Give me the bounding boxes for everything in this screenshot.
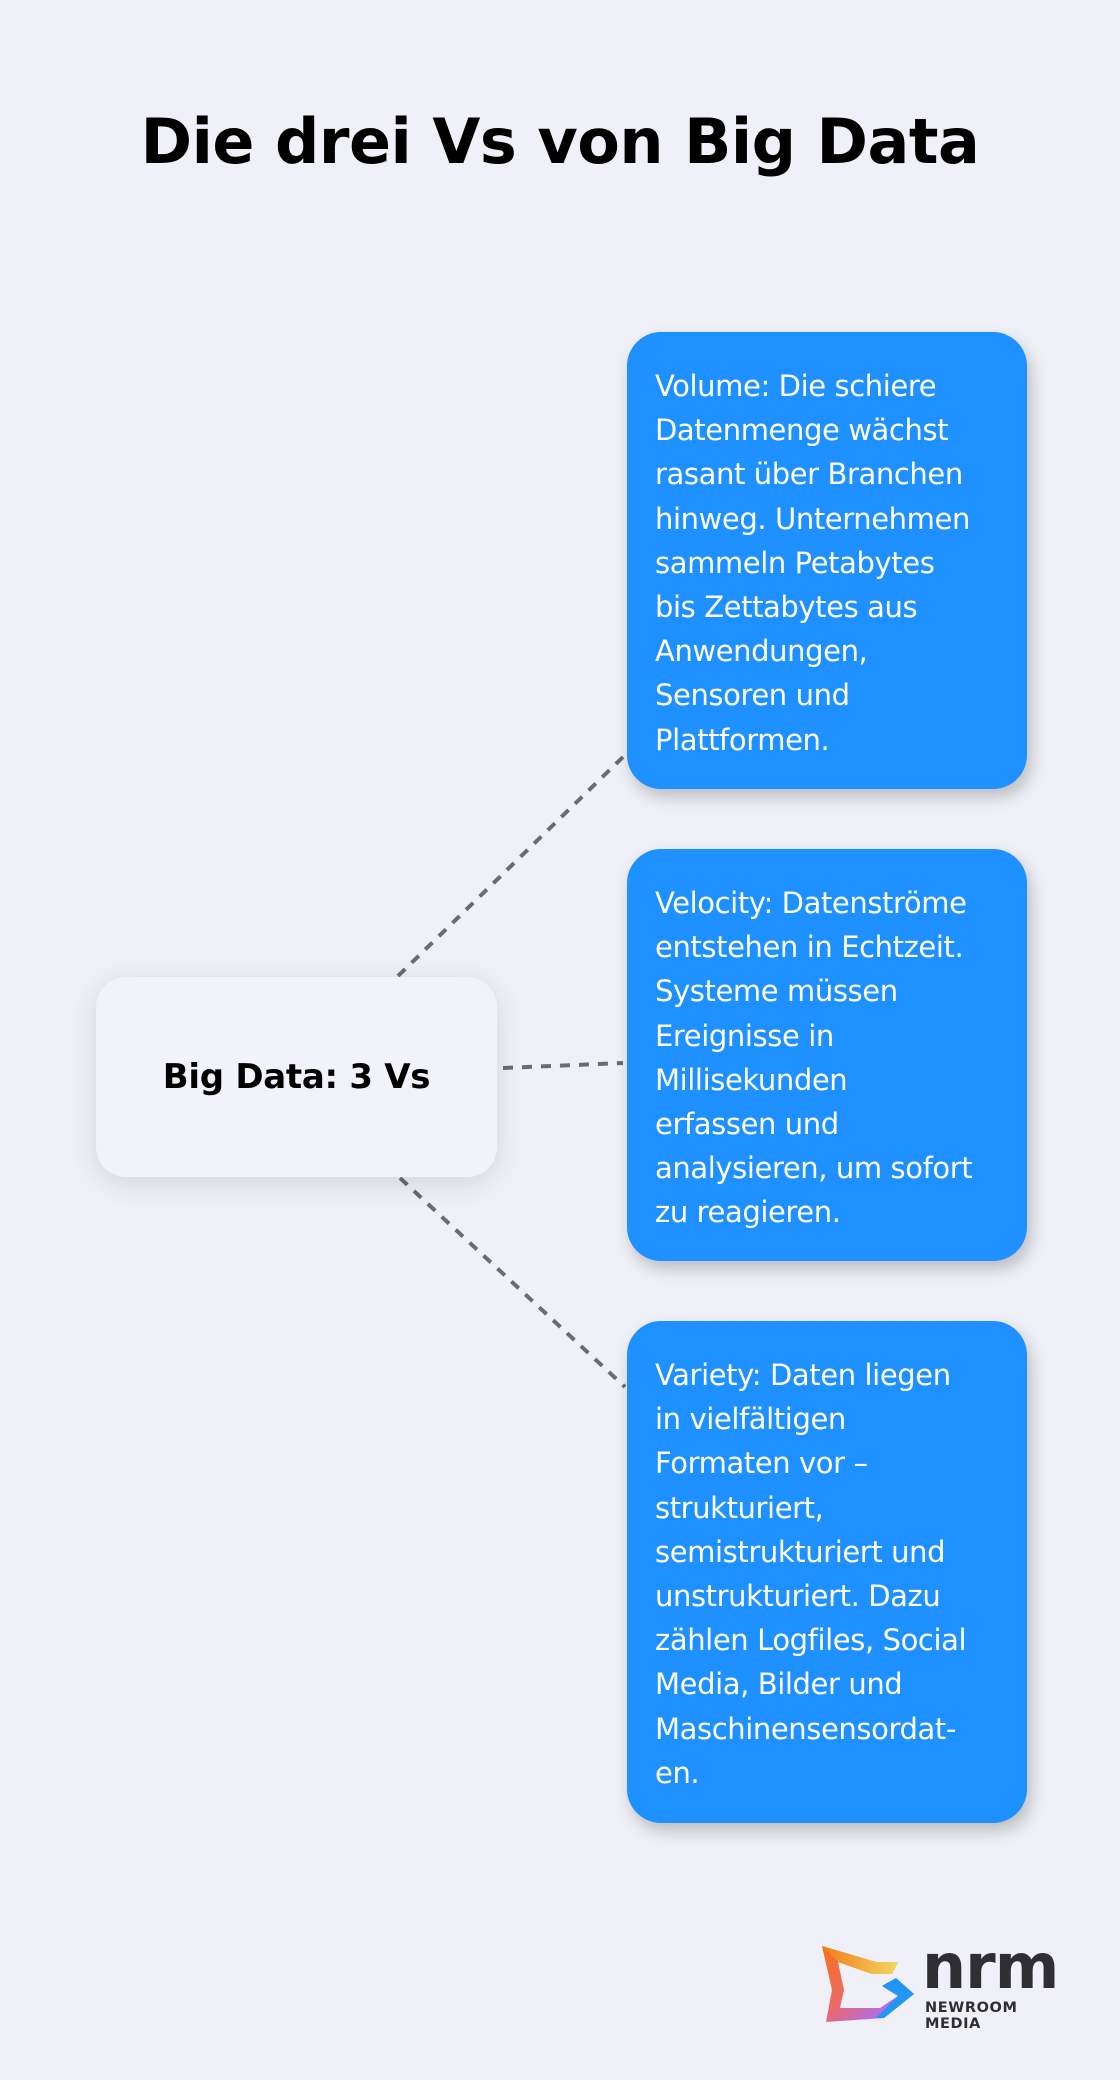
center-node-label: Big Data: 3 Vs — [162, 1057, 431, 1097]
center-node-big-data: Big Data: 3 Vs — [96, 977, 497, 1177]
logo-mark-icon — [822, 1946, 914, 2022]
node-variety: Variety: Daten liegen in vielfältigen Fo… — [627, 1321, 1027, 1823]
node-velocity: Velocity: Datenströme entstehen in Echtz… — [627, 849, 1027, 1261]
logo-tagline: NEWROOM MEDIA — [925, 2000, 1018, 2032]
connector-velocity — [502, 1061, 624, 1070]
brand-logo: nrm NEWROOM MEDIA — [818, 1930, 1068, 2032]
node-volume-text: Volume: Die schiere Datenmenge wächst ra… — [655, 369, 970, 757]
connector-variety — [398, 1176, 627, 1389]
page-title: Die drei Vs von Big Data — [140, 105, 980, 178]
node-volume: Volume: Die schiere Datenmenge wächst ra… — [627, 332, 1027, 789]
node-velocity-text: Velocity: Datenströme entstehen in Echtz… — [655, 886, 973, 1230]
connector-volume — [396, 755, 625, 978]
node-variety-text: Variety: Daten liegen in vielfältigen Fo… — [655, 1358, 967, 1790]
logo-wordmark: nrm — [922, 1930, 1059, 2003]
